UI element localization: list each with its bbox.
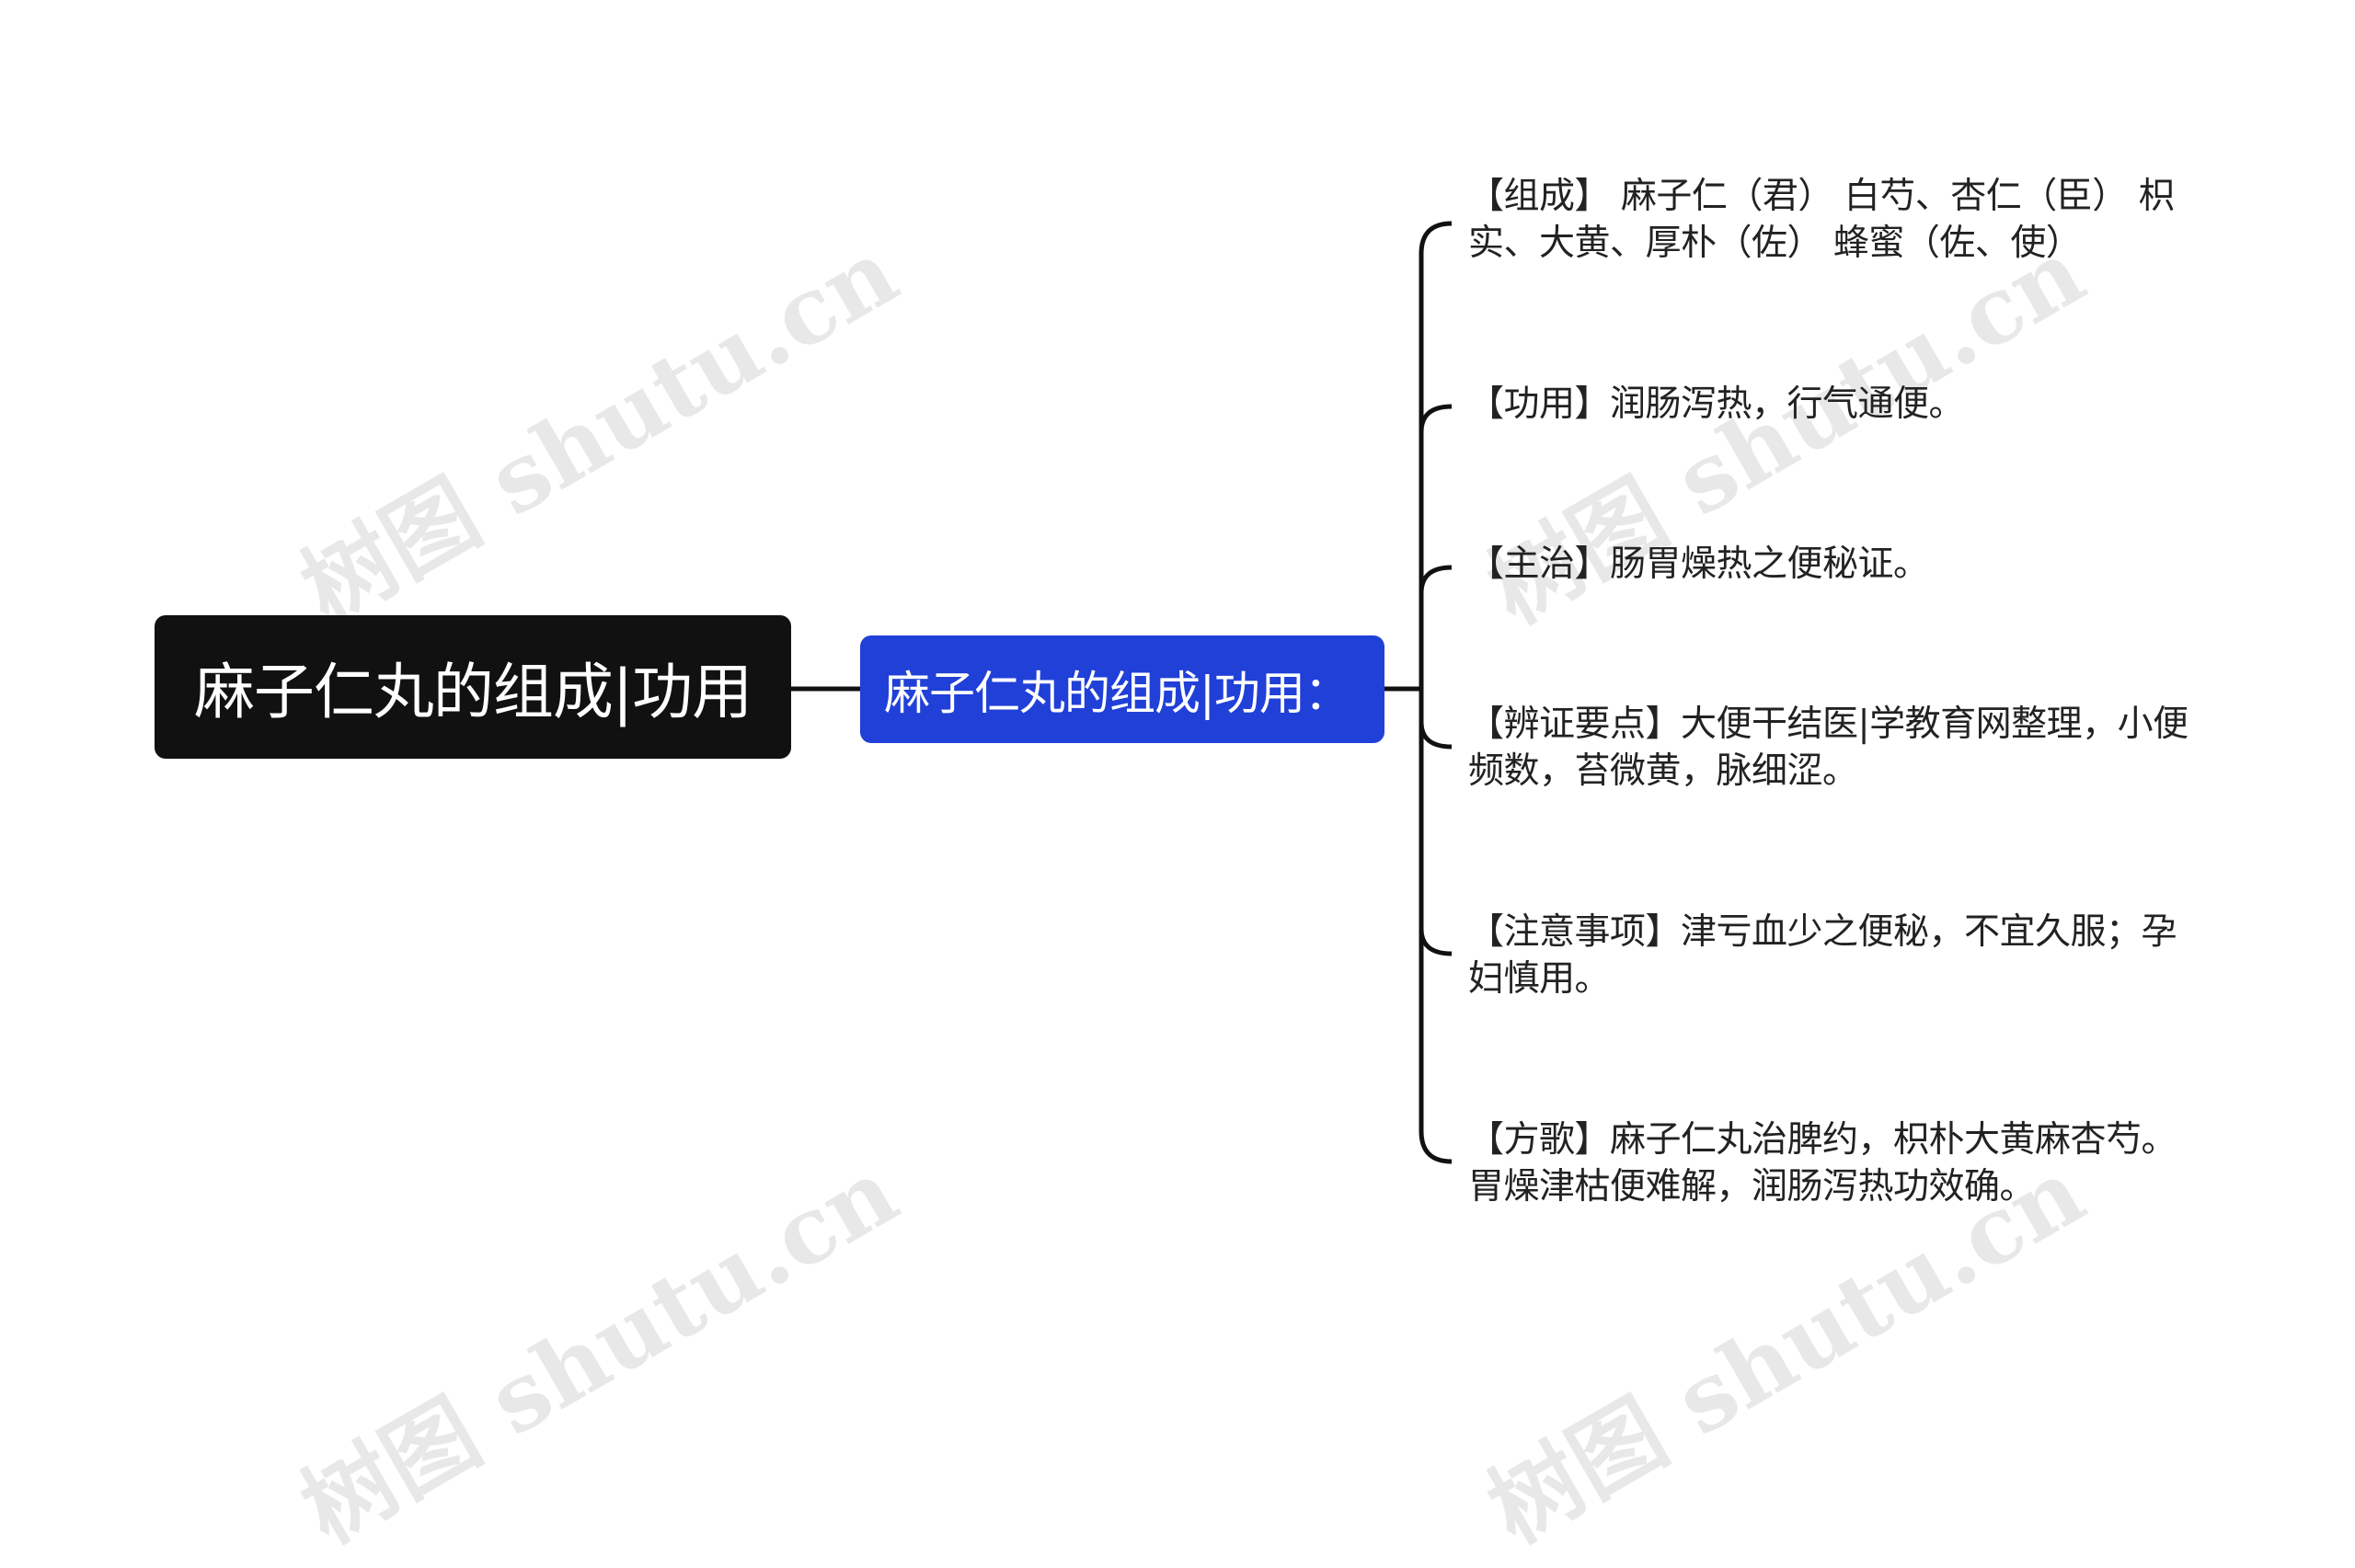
leaf-key-points[interactable]: 【辨证要点】大便干结医|学教育网整理，小便频数，苔微黄，脉细涩。 (1468, 704, 2188, 792)
leaf-composition[interactable]: 【组成】 麻子仁（君） 白芍、杏仁（臣） 枳实、大黄、厚朴（佐） 蜂蜜（佐、使） (1468, 176, 2175, 264)
branch-line-4 (1419, 721, 1453, 750)
leaf-formula-song[interactable]: 【方歌】麻子仁丸治脾约，枳朴大黄麻杏芍。胃燥津枯便难解，润肠泻热功效确。 (1468, 1119, 2177, 1207)
leaf-precautions[interactable]: 【注意事项】津亏血少之便秘，不宜久服；孕妇慎用。 (1468, 911, 2177, 1000)
branch-line-5 (1419, 928, 1453, 956)
leaf-function[interactable]: 【功用】润肠泻热，行气通便。 (1468, 383, 1965, 425)
branch-line-2 (1419, 404, 1453, 433)
branch-line-3 (1419, 565, 1453, 594)
topic-node[interactable]: 麻子仁丸的组成|功用： (860, 635, 1384, 743)
bracket-spine (1419, 221, 1453, 1164)
root-node-label: 麻子仁丸的组成|功用 (193, 657, 752, 727)
topic-node-label: 麻子仁丸的组成|功用： (884, 666, 1350, 720)
connector-lines (791, 221, 1453, 1164)
leaf-indication[interactable]: 【主治】肠胃燥热之便秘证。 (1468, 544, 1929, 585)
mind-map-canvas: 树图 shutu.cn 树图 shutu.cn 树图 shutu.cn 树图 s… (155, 176, 2188, 1564)
root-node[interactable]: 麻子仁丸的组成|功用 (155, 615, 791, 759)
